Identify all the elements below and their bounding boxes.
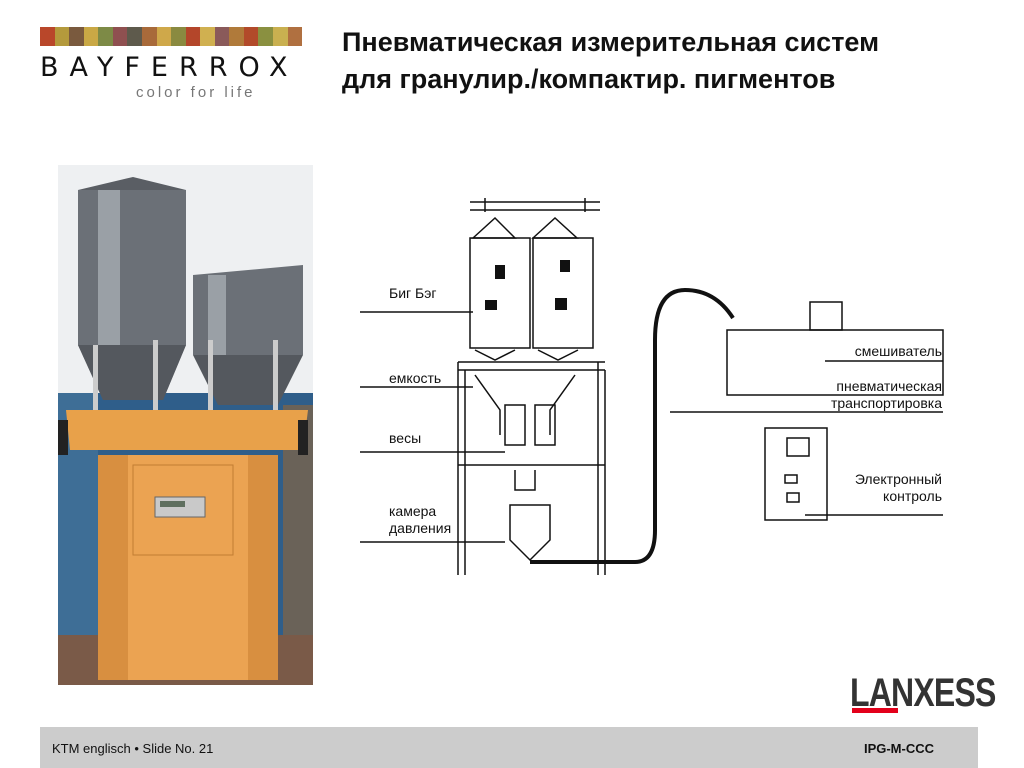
color-stripe	[141, 27, 157, 46]
color-stripe	[127, 27, 142, 46]
footer-slide-info: KTM englisch • Slide No. 21	[52, 741, 214, 756]
label-mixer: смешиватель	[854, 343, 942, 359]
color-stripe	[214, 27, 230, 46]
label-control-line2: контроль	[883, 488, 942, 504]
label-control-line1: Электронный	[854, 471, 942, 487]
footer-department: IPG-M-CCC	[863, 741, 934, 756]
label-pneumatic-transport: пневматическая транспортировка	[831, 378, 942, 412]
color-stripe	[200, 27, 215, 46]
slide-title: Пневматическая измерительная систем для …	[342, 24, 879, 98]
color-stripe	[40, 27, 55, 46]
label-pneumatic-line2: транспортировка	[830, 395, 942, 411]
color-stripe	[54, 27, 70, 46]
label-scales: весы	[389, 430, 422, 446]
label-electronic-control: Электронный контроль	[855, 471, 942, 505]
color-stripe	[69, 27, 84, 46]
color-stripe	[287, 27, 303, 46]
label-pressure-chamber-line2: давления	[389, 520, 452, 536]
color-stripe	[258, 27, 273, 46]
title-line-1: Пневматическая измерительная систем	[342, 27, 880, 57]
color-stripe	[171, 27, 186, 46]
machine-photo	[58, 165, 313, 685]
label-big-bag: Биг Бэг	[389, 285, 437, 301]
lanxess-logo-accent	[852, 708, 898, 713]
color-stripe	[229, 27, 244, 46]
pneumatic-system-diagram	[360, 198, 944, 575]
label-pressure-chamber: камера давления	[389, 503, 451, 537]
label-pneumatic-line1: пневматическая	[836, 378, 942, 394]
bayferrox-color-stripes	[40, 27, 303, 46]
lanxess-logo: LANXESS	[850, 671, 996, 715]
color-stripe	[243, 27, 259, 46]
label-pressure-chamber-line1: камера	[389, 503, 437, 519]
footer-bar: KTM englisch • Slide No. 21 IPG-M-CCC	[40, 727, 978, 768]
color-stripe	[185, 27, 201, 46]
bayferrox-tagline: color for life	[136, 84, 256, 101]
color-stripe	[273, 27, 288, 46]
color-stripe	[83, 27, 99, 46]
color-stripe	[112, 27, 128, 46]
color-stripe	[156, 27, 172, 46]
bayferrox-logo: BAYFERROX	[40, 52, 299, 83]
title-line-2: для гранулир./компактир. пигментов	[342, 64, 836, 94]
color-stripe	[98, 27, 113, 46]
label-container: емкость	[389, 370, 442, 386]
